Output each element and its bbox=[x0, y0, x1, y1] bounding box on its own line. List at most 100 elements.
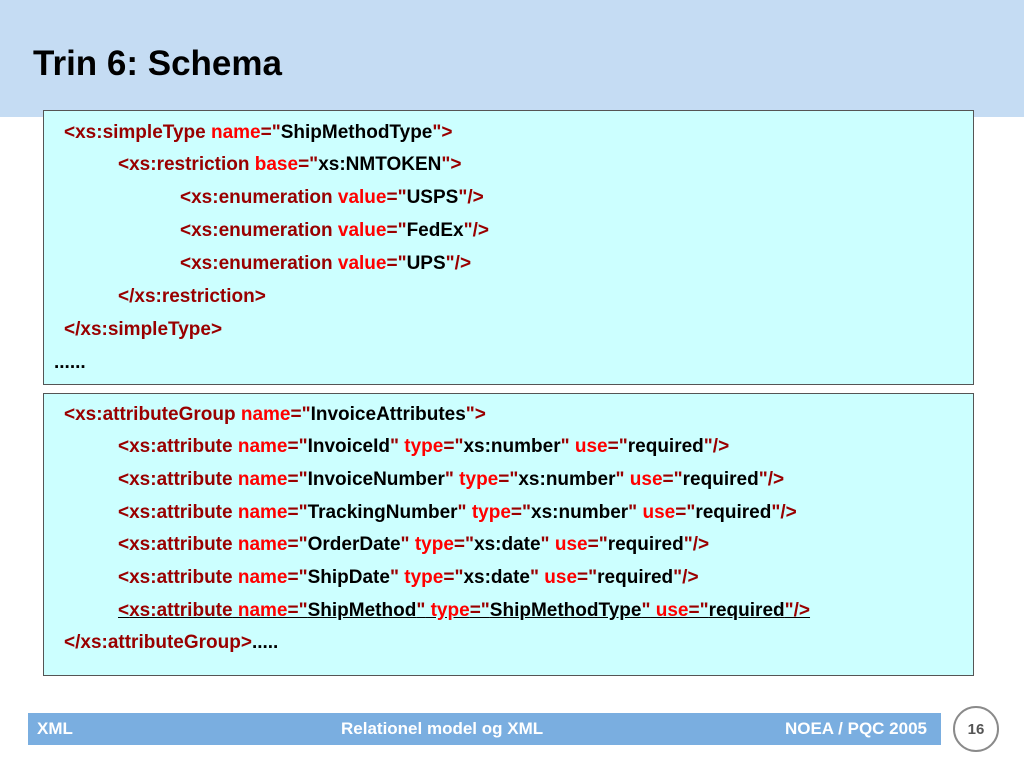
code-token: =" bbox=[688, 600, 709, 621]
code-token: =" bbox=[287, 534, 308, 555]
code-token: =" bbox=[607, 436, 628, 457]
code-token: < bbox=[180, 253, 192, 274]
code-token: ...... bbox=[54, 352, 86, 373]
code-token: use bbox=[624, 469, 663, 490]
code-line-underlined: <xs:attribute name="ShipMethod" type="Sh… bbox=[118, 599, 810, 623]
code-token: xs:date bbox=[474, 534, 541, 555]
code-token: =" bbox=[287, 469, 308, 490]
code-token: required bbox=[695, 502, 772, 523]
code-token: "/> bbox=[784, 600, 811, 621]
code-token: ShipDate bbox=[307, 567, 390, 588]
code-line: </xs:attributeGroup>..... bbox=[64, 631, 278, 655]
footer-bar bbox=[28, 713, 941, 745]
code-line: <xs:attribute name="TrackingNumber" type… bbox=[118, 501, 797, 525]
code-box-attributegroup: <xs:attributeGroup name="InvoiceAttribut… bbox=[43, 393, 974, 676]
code-token: name bbox=[232, 600, 288, 621]
code-token: USPS bbox=[406, 187, 459, 208]
code-token: < bbox=[180, 220, 192, 241]
code-token: < bbox=[64, 404, 76, 425]
code-token: type bbox=[409, 534, 454, 555]
code-token: " bbox=[529, 567, 539, 588]
code-token: value bbox=[332, 253, 387, 274]
code-token: TrackingNumber bbox=[307, 502, 458, 523]
code-token: " bbox=[416, 600, 426, 621]
code-token: =" bbox=[290, 404, 311, 425]
code-token: " bbox=[389, 567, 399, 588]
code-token: =" bbox=[587, 534, 608, 555]
code-token: name bbox=[205, 122, 261, 143]
header-band bbox=[0, 0, 1024, 117]
code-box-simpletype: <xs:simpleType name="ShipMethodType"> <x… bbox=[43, 110, 974, 385]
code-token: xs:attribute bbox=[129, 600, 233, 621]
code-token: xs:restriction bbox=[129, 154, 250, 175]
code-token: =" bbox=[443, 436, 464, 457]
page-number: 16 bbox=[953, 706, 999, 752]
code-token: "/> bbox=[463, 220, 489, 241]
code-token: "/> bbox=[458, 187, 484, 208]
code-token: " bbox=[457, 502, 467, 523]
code-token: =" bbox=[453, 534, 475, 555]
code-token: InvoiceNumber bbox=[307, 469, 445, 490]
code-line: <xs:enumeration value="USPS"/> bbox=[180, 186, 484, 210]
code-token: name bbox=[235, 404, 291, 425]
code-token: value bbox=[332, 220, 387, 241]
code-token: ..... bbox=[251, 632, 279, 653]
code-line: <xs:attribute name="OrderDate" type="xs:… bbox=[118, 533, 709, 557]
code-token: "> bbox=[465, 404, 486, 425]
code-token: xs:attribute bbox=[129, 567, 233, 588]
code-token: </ bbox=[64, 319, 81, 340]
code-token: UPS bbox=[406, 253, 446, 274]
code-token: xs:NMTOKEN bbox=[318, 154, 442, 175]
code-token: " bbox=[615, 469, 625, 490]
code-token: < bbox=[118, 502, 130, 523]
code-token: xs:attribute bbox=[129, 534, 233, 555]
code-token: =" bbox=[469, 600, 490, 621]
code-token: =" bbox=[510, 502, 532, 523]
code-token: " bbox=[641, 600, 651, 621]
code-token: xs:number bbox=[531, 502, 629, 523]
code-token: > bbox=[210, 319, 223, 340]
code-token: " bbox=[560, 436, 570, 457]
code-token: xs:attribute bbox=[129, 436, 233, 457]
code-token: " bbox=[400, 534, 410, 555]
code-token: type bbox=[425, 600, 470, 621]
footer-center-label: Relationel model og XML bbox=[341, 719, 544, 738]
code-line: <xs:restriction base="xs:NMTOKEN"> bbox=[118, 153, 461, 177]
code-token: </ bbox=[64, 632, 81, 653]
code-token: =" bbox=[675, 502, 696, 523]
code-line: <xs:attribute name="ShipDate" type="xs:d… bbox=[118, 566, 699, 590]
code-token: name bbox=[232, 469, 288, 490]
code-token: < bbox=[64, 122, 76, 143]
code-token: =" bbox=[443, 567, 464, 588]
code-token: =" bbox=[386, 220, 407, 241]
code-token: < bbox=[118, 154, 130, 175]
code-token: name bbox=[232, 502, 288, 523]
code-token: xs:enumeration bbox=[191, 220, 333, 241]
code-token: " bbox=[389, 436, 399, 457]
code-token: "> bbox=[432, 122, 453, 143]
code-token: use bbox=[569, 436, 608, 457]
code-token: xs:enumeration bbox=[191, 187, 333, 208]
page-number-label: 16 bbox=[967, 720, 985, 738]
code-token: OrderDate bbox=[307, 534, 401, 555]
code-token: xs:enumeration bbox=[191, 253, 333, 274]
code-token: xs:restriction bbox=[134, 286, 255, 307]
code-token: name bbox=[232, 567, 288, 588]
code-token: " bbox=[540, 534, 550, 555]
code-token: < bbox=[180, 187, 192, 208]
code-token: use bbox=[539, 567, 578, 588]
code-token: type bbox=[398, 567, 444, 588]
code-token: =" bbox=[298, 154, 319, 175]
code-token: required bbox=[627, 436, 704, 457]
code-token: base bbox=[249, 154, 299, 175]
code-token: "/> bbox=[771, 502, 797, 523]
code-token: =" bbox=[260, 122, 281, 143]
code-token: =" bbox=[662, 469, 683, 490]
code-token: type bbox=[466, 502, 511, 523]
code-token: ShipMethod bbox=[307, 600, 417, 621]
code-token: use bbox=[650, 600, 689, 621]
code-line: <xs:attributeGroup name="InvoiceAttribut… bbox=[64, 403, 486, 427]
code-token: < bbox=[118, 567, 130, 588]
code-token: "/> bbox=[673, 567, 699, 588]
code-token: =" bbox=[498, 469, 519, 490]
